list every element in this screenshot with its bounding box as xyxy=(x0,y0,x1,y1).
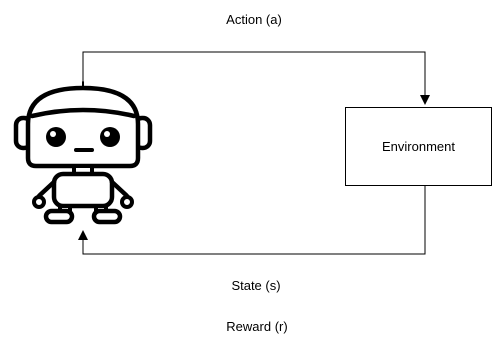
state-label: State (s) xyxy=(231,278,281,293)
action-label: Action (a) xyxy=(226,12,282,27)
environment-box: Environment xyxy=(345,107,492,186)
reward-label: Reward (r) xyxy=(226,319,288,334)
state-reward-arrow xyxy=(78,186,426,255)
environment-label: Environment xyxy=(382,139,455,154)
robot-icon xyxy=(13,81,153,225)
action-arrow xyxy=(82,51,430,105)
